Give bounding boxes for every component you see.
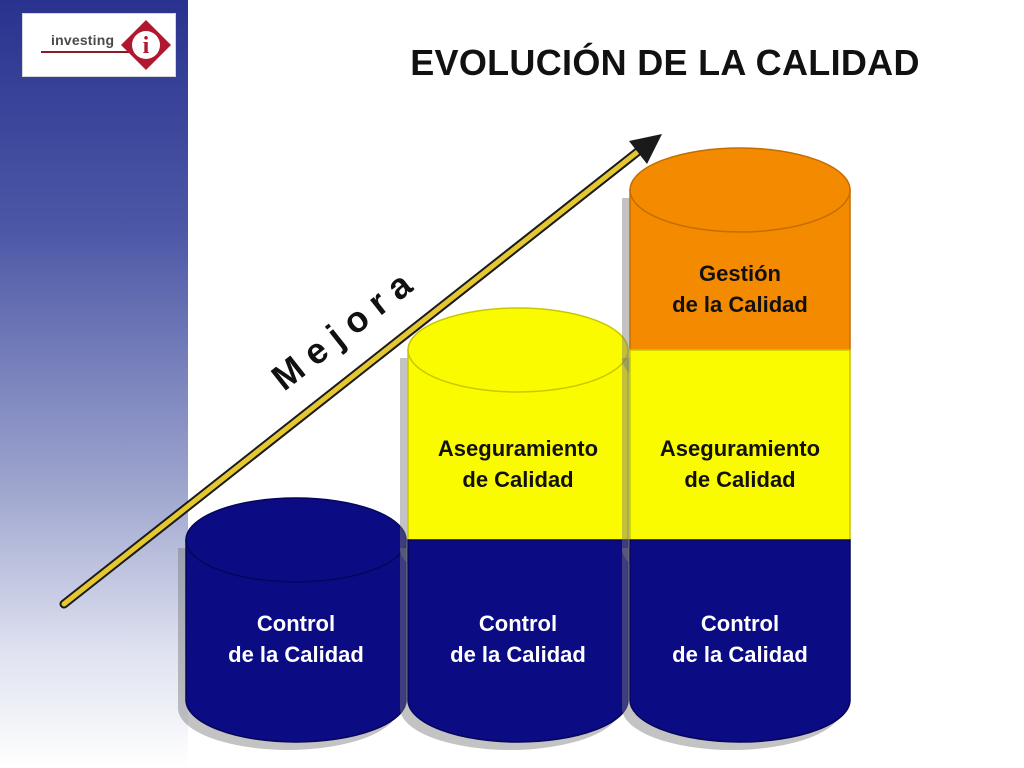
improvement-label: M e j o r a: [264, 263, 421, 399]
stage-2-layer-2: Aseguramiento de Calidad: [400, 307, 629, 590]
logo-underline: [41, 51, 137, 53]
stage-label-line2: de la Calidad: [450, 642, 586, 667]
stage-label-line1: Control: [701, 611, 779, 636]
stage-2-layer-1: Control de la Calidad: [400, 539, 629, 750]
stage-label-line2: de Calidad: [684, 467, 795, 492]
logo-mark-letter: i: [143, 33, 150, 59]
cylinder-body: [629, 539, 851, 743]
stage-label-line1: Aseguramiento: [438, 436, 598, 461]
cylinder-body: [185, 539, 407, 743]
cylinder-body: [407, 539, 629, 743]
stage-label-line1: Control: [479, 611, 557, 636]
arrow-head: [629, 134, 662, 164]
cylinder-top: [407, 307, 629, 393]
stage-1-layer-1: Control de la Calidad: [178, 497, 407, 750]
page-title: EVOLUCIÓN DE LA CALIDAD: [410, 42, 920, 83]
stage-label-line1: Gestión: [699, 261, 781, 286]
stage-3-layer-1: Control de la Calidad: [622, 539, 851, 750]
sidebar-gradient-band: [0, 0, 188, 768]
stage-3-layer-2: Aseguramiento de Calidad: [622, 349, 851, 590]
cylinder-top: [185, 497, 407, 583]
stage-label-line2: de la Calidad: [672, 642, 808, 667]
company-logo: investing i: [22, 13, 176, 77]
stage-label-line2: de Calidad: [462, 467, 573, 492]
stage-label-line2: de la Calidad: [228, 642, 364, 667]
arrow-shaft: [61, 143, 648, 607]
stage-label-line2: de la Calidad: [672, 292, 808, 317]
stage-label-line1: Aseguramiento: [660, 436, 820, 461]
stage-1-column: Control de la Calidad: [178, 497, 407, 750]
logo-diamond-icon: i: [121, 20, 171, 70]
improvement-arrow: [59, 134, 662, 609]
cylinder-top: [629, 147, 851, 233]
stage-label-line1: Control: [257, 611, 335, 636]
logo-wordmark: investing: [51, 32, 115, 48]
